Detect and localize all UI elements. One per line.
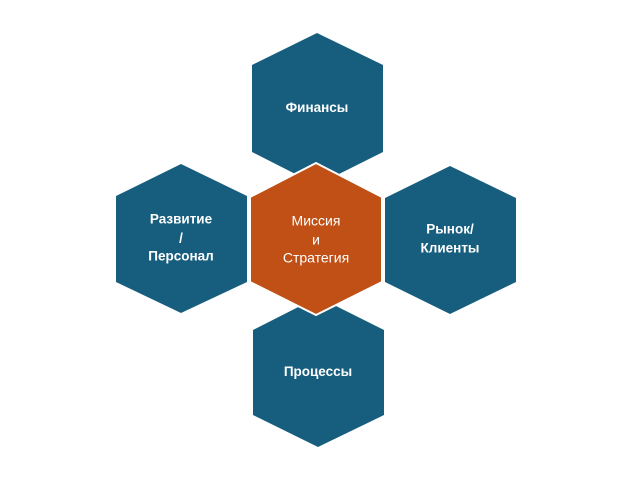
- development-label: Развитие / Персонал: [148, 210, 213, 266]
- hexagon-finance: [252, 33, 383, 185]
- market-line2: Клиенты: [420, 240, 480, 255]
- market-line1: Рынок/: [426, 221, 474, 237]
- hexagon-processes: [253, 297, 384, 447]
- mission-line2: и: [312, 230, 320, 247]
- mission-label: Миссия и Стратегия: [283, 211, 349, 267]
- finance-label: Финансы: [285, 99, 349, 115]
- development-line1: Развитие: [149, 211, 213, 227]
- market-label: Рынок/ Клиенты: [421, 221, 480, 258]
- development-line2: /: [179, 229, 183, 245]
- development-line3: Персонал: [148, 248, 214, 264]
- hexagon-development: [116, 164, 247, 313]
- hexagon-mission-strategy: [249, 161, 383, 317]
- mission-line1: Миссия: [291, 212, 341, 229]
- mission-line3: Стратегия: [282, 249, 350, 266]
- hexagon-market: [385, 166, 516, 314]
- processes-label: Процессы: [283, 363, 353, 379]
